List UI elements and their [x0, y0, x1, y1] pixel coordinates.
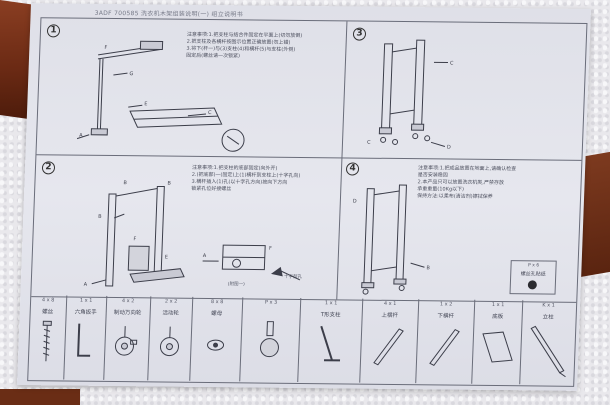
part-column: K x 1 立柱 — [519, 300, 575, 385]
svg-text:C: C — [450, 61, 454, 67]
screw-icon — [42, 320, 52, 362]
part-qty: 1 x 1 — [324, 300, 338, 307]
svg-text:F: F — [104, 45, 107, 51]
column-icon — [530, 325, 566, 378]
part-t-post: 1 x 1 T形支柱 — [297, 297, 364, 383]
part-qty: 4 x 8 — [41, 297, 55, 304]
instruction-sheet: 3ADF 700585 洗衣机木架组装说明(一) 组立说明书 1 注意事项:1.… — [17, 3, 591, 391]
svg-text:F: F — [269, 246, 272, 252]
step-4-panel: 4 注意事项:1.把成品放置在地面上,请确认检查 是否安装稳固 2.本产品只可以… — [337, 158, 581, 301]
part-nut: 8 x 8 螺母 — [189, 296, 244, 382]
part-upper-bar: 4 x 1 上横杆 — [359, 298, 420, 384]
svg-text:A: A — [84, 282, 88, 288]
step-3-drawing: C D C — [367, 39, 454, 151]
part-base-plate: 1 x 1 底板 — [471, 299, 524, 385]
part-lower-bar: 1 x 2 下横杆 — [415, 299, 476, 384]
svg-text:C: C — [367, 140, 371, 146]
screw-hole-label: 螺丝孔贴纸 — [520, 271, 546, 278]
part-qty: 4 x 1 — [383, 300, 397, 307]
svg-text:C: C — [208, 110, 212, 116]
step-2-panel: 2 注意事项:1.把支柱的底部固定(向外开) 2.(把底部)一(固定)上(1)横… — [31, 155, 341, 299]
step-2-drawing: B B B F E A F A — [84, 180, 301, 288]
svg-text:D: D — [447, 144, 451, 150]
part-qty: 1 x 2 — [439, 301, 453, 308]
allen-key-icon — [77, 323, 91, 357]
screw-hole-sticker-icon — [527, 280, 538, 290]
sheet-title: 3ADF 700585 洗衣机木架组装说明(一) 组立说明书 — [94, 9, 244, 19]
svg-text:E: E — [144, 101, 147, 107]
step-3-panel: 3 C D — [342, 21, 586, 159]
part-qty: P x 3 — [264, 299, 278, 306]
svg-text:A: A — [79, 133, 83, 139]
step-1-panel: 1 注意事项:1.把支柱与结合件固定在平面上(切勿放倒) 2.把支柱及各横杆按图… — [36, 18, 346, 157]
part-qty: 1 x 1 — [491, 301, 505, 309]
svg-text:B: B — [426, 265, 430, 271]
svg-text:B: B — [123, 180, 127, 186]
base-plate-icon — [482, 331, 513, 363]
part-qty: 1 x 1 — [79, 297, 93, 304]
svg-text:E: E — [165, 255, 168, 261]
step-1-drawing: G E A F C — [76, 40, 245, 152]
part-caster: 2 x 2 活动轮 — [147, 296, 194, 381]
part-qty: 8 x 8 — [210, 299, 224, 306]
part-brake-caster: 4 x 2 制动万向轮 — [103, 295, 152, 381]
svg-text:D: D — [353, 199, 357, 205]
upper-bar-icon — [373, 328, 404, 366]
screw-hole-qty: P x 6 — [527, 263, 540, 269]
part-name — [242, 309, 300, 310]
part-allen-key: 1 x 1 六角扳手 — [63, 295, 108, 380]
part-qty: 2 x 2 — [164, 298, 178, 305]
nut-icon — [207, 339, 225, 351]
part-screw: 4 x 8 螺丝 — [27, 295, 68, 380]
lower-bar-icon — [429, 328, 460, 367]
svg-text:F: F — [133, 236, 136, 242]
wood-surface-bottom — [0, 389, 80, 405]
screw-hole-sticker-box: P x 6 螺丝孔贴纸 — [509, 260, 557, 295]
caster-icon — [159, 326, 179, 357]
instruction-grid: 1 注意事项:1.把支柱与结合件固定在平面上(切勿放倒) 2.把支柱及各横杆按图… — [27, 17, 588, 387]
part-knob: P x 3 — [239, 297, 302, 382]
svg-text:A: A — [203, 253, 207, 259]
part-qty: K x 1 — [542, 302, 556, 309]
svg-text:G: G — [129, 71, 133, 77]
brake-caster-icon — [114, 326, 138, 356]
t-post-icon — [320, 325, 341, 362]
parts-list: 4 x 8 螺丝 1 x 1 六角扳手 4 x 2 制动万向轮 2 x 2 活动… — [27, 295, 575, 385]
svg-text:B: B — [167, 181, 171, 187]
part-qty: 4 x 2 — [121, 298, 135, 305]
svg-text:B: B — [98, 214, 102, 220]
knob-icon — [259, 321, 279, 358]
step-4-drawing: D B — [353, 184, 431, 295]
